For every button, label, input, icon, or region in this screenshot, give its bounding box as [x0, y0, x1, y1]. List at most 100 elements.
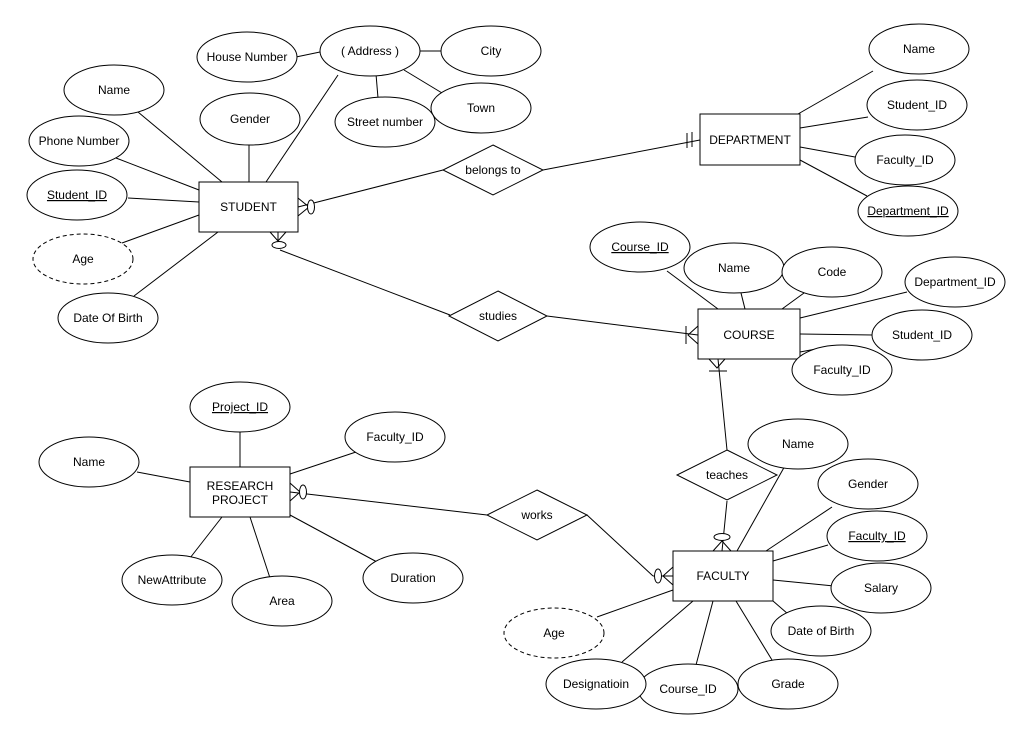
attribute-course-code[interactable]: Code — [781, 246, 883, 298]
attribute-faculty-id[interactable]: Faculty_ID — [826, 510, 928, 562]
entity-research-project[interactable]: RESEARCH PROJECT — [189, 466, 291, 518]
svg-text:Name: Name — [782, 437, 814, 451]
attribute-faculty-name[interactable]: Name — [747, 418, 849, 470]
attribute-faculty-date-of-birth[interactable]: Date of Birth — [770, 605, 872, 657]
connector — [136, 471, 191, 483]
attribute-student-name[interactable]: Name — [63, 64, 165, 116]
attribute-student-dob[interactable]: Date Of Birth — [57, 292, 159, 344]
attribute-course-name[interactable]: Name — [683, 242, 785, 294]
entity-label-line-1: RESEARCH — [207, 479, 274, 493]
attribute-student-street-number[interactable]: Street number — [334, 96, 436, 148]
cardinality-notations — [269, 132, 732, 586]
connector — [797, 70, 874, 115]
svg-text:Date of Birth: Date of Birth — [788, 624, 855, 638]
svg-text:Department_ID: Department_ID — [914, 275, 996, 289]
svg-text:Code: Code — [818, 265, 847, 279]
connector — [666, 270, 719, 310]
relationship-label: teaches — [706, 468, 748, 482]
svg-text:Student_ID: Student_ID — [892, 328, 952, 342]
connector — [765, 506, 833, 552]
connector — [295, 51, 321, 58]
crows-foot-mark — [269, 231, 287, 242]
entity-label: FACULTY — [696, 569, 749, 583]
entity-course[interactable]: COURSE — [697, 308, 801, 360]
attribute-student-address[interactable]: ( Address ) — [319, 25, 421, 77]
entity-label-line-2: PROJECT — [212, 493, 269, 507]
attribute-faculty-course-id[interactable]: Course_ID — [637, 663, 739, 715]
entity-label: STUDENT — [220, 200, 277, 214]
attribute-faculty-grade[interactable]: Grade — [737, 658, 839, 710]
attribute-student-id[interactable]: Student_ID — [26, 169, 128, 221]
svg-text:Area: Area — [269, 594, 295, 608]
attribute-course-department-id[interactable]: Department_ID — [904, 256, 1006, 308]
connector — [279, 249, 451, 316]
connector — [621, 600, 694, 663]
connector — [133, 231, 219, 297]
attribute-project-area[interactable]: Area — [231, 575, 333, 627]
attribute-department-id[interactable]: Department_ID — [857, 185, 959, 237]
crows-foot-mark — [687, 325, 699, 345]
relationship-teaches[interactable]: teaches — [675, 449, 779, 501]
relationship-label: belongs to — [465, 163, 521, 177]
svg-text:Age: Age — [543, 626, 565, 640]
svg-text:House Number: House Number — [207, 50, 288, 64]
connector — [115, 157, 200, 191]
attribute-department-name[interactable]: Name — [868, 23, 970, 75]
connector — [717, 358, 728, 451]
attribute-project-id[interactable]: Project_ID — [189, 381, 291, 433]
svg-text:Gender: Gender — [230, 112, 270, 126]
attribute-faculty-gender[interactable]: Gender — [817, 458, 919, 510]
relationship-studies[interactable]: studies — [447, 290, 549, 342]
connector — [799, 159, 868, 197]
attribute-course-id[interactable]: Course_ID — [589, 221, 691, 273]
svg-text:Student_ID: Student_ID — [887, 98, 947, 112]
connector — [127, 197, 200, 203]
relationship-works[interactable]: works — [485, 489, 589, 541]
svg-text:Designatioin: Designatioin — [563, 677, 629, 691]
attribute-department-student-id[interactable]: Student_ID — [866, 79, 968, 131]
connector — [297, 169, 444, 208]
attribute-student-city[interactable]: City — [440, 25, 542, 77]
attribute-project-duration[interactable]: Duration — [362, 552, 464, 604]
svg-text:Department_ID: Department_ID — [867, 204, 949, 218]
relationship-belongs-to[interactable]: belongs to — [441, 144, 545, 196]
attribute-student-age[interactable]: Age — [32, 233, 134, 285]
connector — [289, 514, 378, 563]
attribute-course-faculty-id[interactable]: Faculty_ID — [791, 344, 893, 396]
relationship-label: studies — [479, 309, 517, 323]
svg-text:Name: Name — [73, 455, 105, 469]
svg-text:Grade: Grade — [771, 677, 805, 691]
connector — [596, 589, 674, 618]
attribute-student-town[interactable]: Town — [430, 82, 532, 134]
attribute-faculty-age[interactable]: Age — [503, 607, 605, 659]
attribute-student-gender[interactable]: Gender — [199, 92, 301, 146]
relationship-label: works — [520, 508, 552, 522]
connector — [799, 291, 908, 319]
attribute-project-new-attribute[interactable]: NewAttribute — [121, 554, 223, 606]
svg-text:( Address ): ( Address ) — [341, 44, 399, 58]
attribute-project-faculty-id[interactable]: Faculty_ID — [344, 411, 446, 463]
attribute-project-name[interactable]: Name — [38, 436, 140, 488]
connector — [403, 69, 448, 97]
attribute-faculty-designation[interactable]: Designatioin — [545, 658, 647, 710]
entity-student[interactable]: STUDENT — [198, 181, 299, 233]
connector — [736, 463, 787, 552]
svg-text:City: City — [481, 44, 502, 58]
connector — [799, 333, 874, 336]
entity-label: DEPARTMENT — [709, 133, 791, 147]
attribute-student-house-number[interactable]: House Number — [196, 31, 298, 83]
attribute-course-student-id[interactable]: Student_ID — [871, 309, 973, 361]
attribute-student-phone[interactable]: Phone Number — [28, 115, 130, 167]
svg-text:Date Of Birth: Date Of Birth — [73, 311, 142, 325]
connector — [375, 73, 379, 99]
crows-foot-mark — [708, 358, 726, 369]
optional-circle — [654, 568, 662, 584]
svg-text:Course_ID: Course_ID — [611, 240, 669, 254]
attribute-department-faculty-id[interactable]: Faculty_ID — [854, 134, 956, 186]
entity-department[interactable]: DEPARTMENT — [699, 113, 801, 166]
svg-text:NewAttribute: NewAttribute — [138, 573, 207, 587]
connector — [772, 544, 829, 562]
attribute-faculty-salary[interactable]: Salary — [830, 562, 932, 614]
entity-faculty[interactable]: FACULTY — [672, 550, 774, 602]
